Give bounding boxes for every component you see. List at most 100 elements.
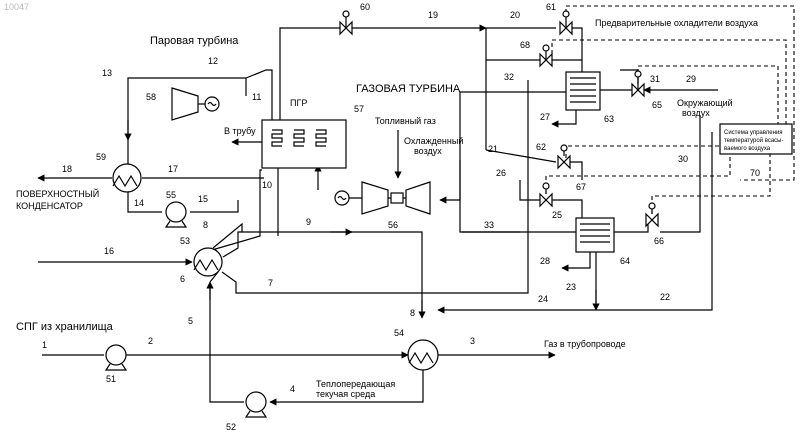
line-68b [552,60,582,72]
ref-63: 63 [604,114,614,124]
ref-55: 55 [166,190,176,200]
ref-31: 31 [650,74,660,84]
cooled-air-line [440,160,460,200]
control-line-d [566,146,720,158]
ref-15: 15 [198,194,208,204]
ref-57: 57 [354,104,364,114]
steam-turbine-label: Паровая турбина [150,35,239,47]
surface-condenser-label-1: ПОВЕРХНОСТНЫЙ [16,188,99,199]
control-line-e [546,154,730,194]
ref-2: 2 [148,336,153,346]
ref-14: 14 [134,198,144,208]
ref-13: 13 [102,68,112,78]
ref-56: 56 [388,220,398,230]
line-27 [552,110,576,124]
ref-33: 33 [484,220,494,230]
surface-condenser-label-2: КОНДЕНСАТОР [16,201,83,211]
ref-12: 12 [208,56,218,66]
valve-65 [632,71,644,96]
gas-turbine-label: ГАЗОВАЯ ТУРБИНА [356,83,461,95]
ref-58: 58 [146,92,156,102]
ref-28: 28 [540,256,550,266]
control-system-text-2: температурой всасы- [724,137,783,144]
ref-26: 26 [496,168,506,178]
ref-52: 52 [226,422,236,432]
ref-27: 27 [540,112,550,122]
line-19-rise [280,28,340,120]
cooled-air-label-2: воздух [414,146,442,156]
ref-60: 60 [360,2,370,12]
ref-8-a: 8 [410,308,415,318]
ref-65: 65 [652,100,662,110]
ref-11: 11 [252,92,261,102]
lng-from-storage-label: СПГ из хранилища [16,321,114,333]
ambient-air-label-2: воздух [682,108,710,118]
valve-66 [646,203,658,226]
ref-1: 1 [42,340,47,350]
control-system-text-1: Система управления [724,130,783,136]
ref-20: 20 [510,10,520,20]
ref-19: 19 [428,10,438,20]
ref-29: 29 [686,74,696,84]
ref-68: 68 [520,40,530,50]
ref-18: 18 [62,164,72,174]
ref-54: 54 [394,328,404,338]
valve-62 [558,145,570,168]
ref-10: 10 [262,180,272,190]
ref-4: 4 [290,384,295,394]
line-21b [570,162,582,180]
ref-61: 61 [546,2,556,12]
hrsg-label: ПГР [290,98,307,108]
ref-64: 64 [620,256,630,266]
ambient-air-label-1: Окружающий [677,98,733,108]
control-system-text-3: ваемого воздуха [724,146,771,152]
line-28 [562,250,590,268]
gt-turbine [362,182,388,214]
ref-62: 62 [536,142,546,152]
exchanger-54 [408,340,438,370]
ref-70: 70 [750,168,760,178]
ref-7: 7 [268,278,273,288]
ref-67: 67 [576,182,586,192]
control-line-f [652,154,770,214]
cooled-air-from-coolers [460,92,520,232]
ref-23: 23 [566,282,576,292]
line-10 [212,170,262,250]
ref-8-b: 8 [203,220,208,230]
ref-9: 9 [306,217,311,227]
ref-22: 22 [660,292,670,302]
to-stack-label: В трубу [224,126,256,136]
watermark: 10047 [4,2,29,12]
ref-59: 59 [96,152,106,162]
pump-51 [106,345,126,370]
ref-16: 16 [104,246,114,256]
line-20b [566,28,582,60]
ref-3: 3 [470,336,475,346]
valve-60 [340,11,352,34]
line-26 [520,180,540,200]
fuel-gas-label: Топливный газ [375,116,436,126]
ref-25: 25 [552,210,562,220]
line-4b [210,283,244,402]
ref-30: 30 [678,154,688,164]
ref-21: 21 [488,144,498,154]
ref-53: 53 [180,236,190,246]
line-9 [223,232,422,315]
precoolers-label: Предварительные охладители воздуха [595,18,758,28]
ref-51: 51 [106,374,116,384]
ref-24: 24 [538,294,548,304]
steam-turbine [172,88,198,120]
pump-52 [246,392,266,417]
valve-67 [540,183,552,206]
hrsg-box [262,120,346,168]
ref-32: 32 [504,72,514,82]
valve-61 [560,11,572,34]
precooler-64 [576,218,614,252]
pipeline-gas-label: Газ в трубопроводе [544,339,626,349]
valve-68 [540,45,552,66]
ref-17: 17 [168,164,178,174]
ref-66: 66 [654,236,664,246]
gt-combustor [391,193,403,203]
